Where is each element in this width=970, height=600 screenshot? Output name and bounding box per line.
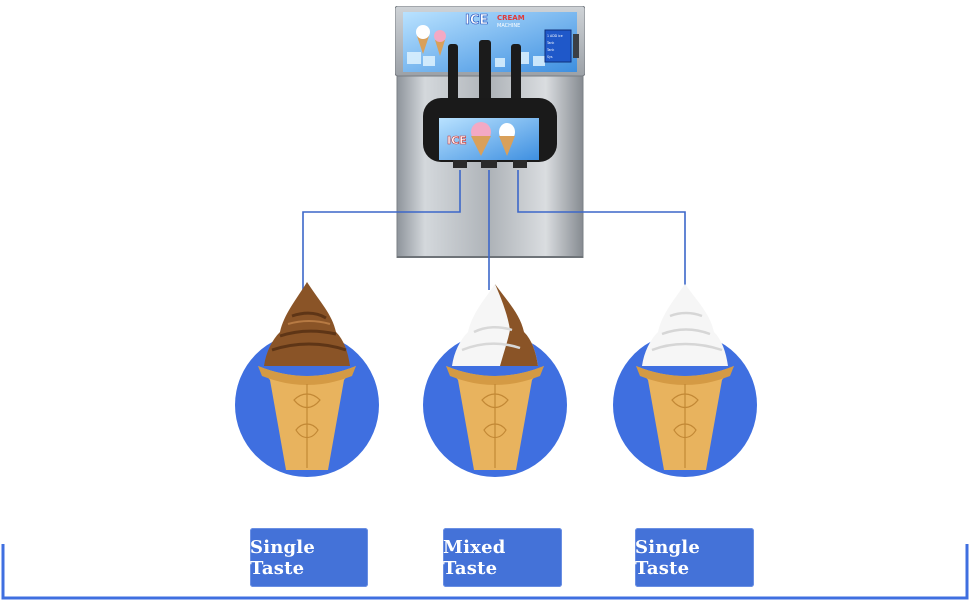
machine-brand-3: MACHINE (497, 23, 520, 29)
label-mixed-taste: Mixed Taste (443, 528, 562, 587)
panel-line: Sys (547, 55, 553, 59)
cone-vanilla (610, 280, 760, 480)
label-single-taste-chocolate: Single Taste (250, 528, 368, 587)
svg-text:ICE: ICE (447, 134, 467, 147)
cone-chocolate (232, 280, 382, 480)
panel-line: 1 ADD ice (547, 34, 563, 38)
machine-brand: ICE (465, 13, 488, 28)
ice-cream-machine: ICE CREAM MACHINE 1 ADD ice Tank Tank Sy… (395, 6, 585, 258)
cone-mixed (420, 280, 570, 480)
panel-line: Tank (546, 41, 554, 45)
panel-line: Tank (546, 48, 554, 52)
label-single-taste-vanilla: Single Taste (635, 528, 754, 587)
machine-brand-2: CREAM (497, 14, 525, 22)
